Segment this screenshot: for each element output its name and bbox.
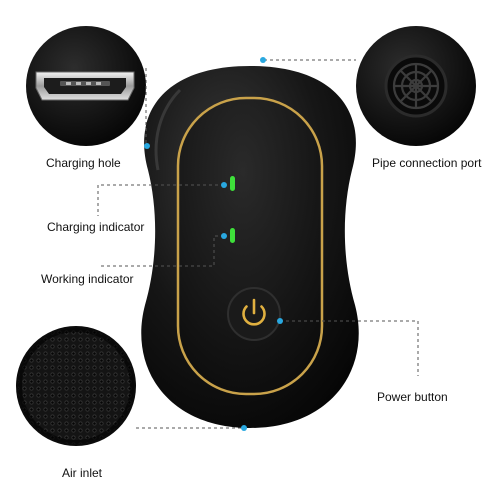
callout-dot-air-inlet — [241, 425, 247, 431]
power-icon[interactable] — [242, 298, 266, 326]
pipe-port-grille-icon — [392, 62, 440, 110]
callout-dot-power-button — [277, 318, 283, 324]
micro-usb-port-icon — [35, 71, 135, 101]
charging-hole-label: Charging hole — [46, 156, 121, 170]
callout-dot-working-indicator — [221, 233, 227, 239]
charging-indicator-label: Charging indicator — [47, 220, 145, 234]
callout-line-charging-indicator — [97, 184, 224, 216]
callout-lines — [97, 59, 419, 429]
callout-dot-charging-indicator — [221, 182, 227, 188]
callout-dot-charging-hole — [144, 143, 150, 149]
air-inlet-grille-icon — [18, 328, 134, 444]
air-inlet-label: Air inlet — [62, 466, 103, 480]
pipe-port-detail — [356, 26, 476, 146]
pipe-connection-port-label: Pipe connection port — [372, 156, 482, 170]
callout-dot-pipe-port — [260, 57, 266, 63]
working-indicator-led — [230, 228, 235, 243]
callout-line-power-button — [280, 320, 419, 376]
air-inlet-detail — [16, 326, 136, 446]
charging-indicator-led — [230, 176, 235, 191]
air-purifier-device — [141, 66, 359, 428]
callout-dots — [144, 57, 283, 431]
working-indicator-label: Working indicator — [41, 272, 134, 286]
power-button-label: Power button — [377, 390, 448, 404]
device-face-panel — [176, 96, 324, 396]
device-shell-highlight — [154, 88, 182, 171]
charging-hole-detail — [26, 26, 146, 146]
callout-line-working-indicator — [98, 235, 224, 267]
